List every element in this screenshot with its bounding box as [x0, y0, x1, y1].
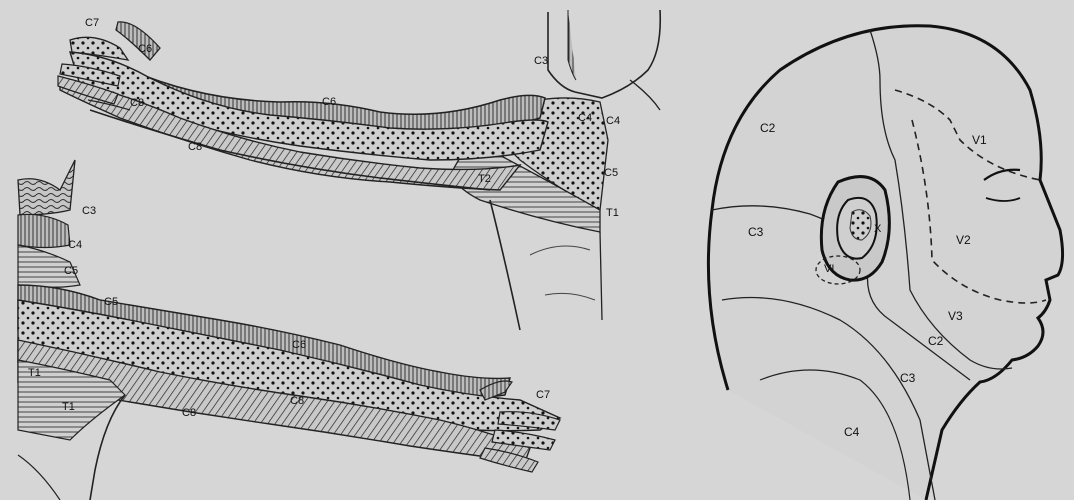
label-lower-c5: C5: [64, 266, 78, 277]
label-lower-t1-lower: T1: [62, 402, 75, 413]
label-head-v3: V3: [948, 310, 963, 322]
label-c4-shoulder-a: C4: [578, 113, 592, 124]
label-c3-neck: C3: [534, 56, 548, 67]
label-head-vi-ear: VI: [824, 264, 834, 275]
label-c6-thumb: C6: [138, 44, 152, 55]
label-lower-c8-lower: C8: [182, 408, 196, 419]
label-lower-c3: C3: [82, 206, 96, 217]
label-head-c2-scalp: C2: [760, 122, 775, 134]
label-head-x-ear: X: [874, 224, 881, 235]
lower-arm-figure: [18, 160, 560, 500]
label-lower-t1-upper: T1: [28, 368, 41, 379]
label-c6-arm: C6: [322, 97, 336, 108]
label-c7-hand: C7: [85, 18, 99, 29]
label-head-c2-jaw: C2: [928, 335, 943, 347]
label-lower-c5-arm: C5: [104, 297, 118, 308]
label-head-v2: V2: [956, 234, 971, 246]
label-lower-c7: C7: [536, 390, 550, 401]
label-t1-chest: T1: [606, 208, 619, 219]
label-head-c3-back: C3: [748, 226, 763, 238]
upper-arm-figure: [58, 10, 660, 330]
label-head-v1: V1: [972, 134, 987, 146]
label-head-c3-neck: C3: [900, 372, 915, 384]
head-figure: [708, 26, 1062, 500]
label-c5-shoulder: C5: [604, 168, 618, 179]
label-lower-c6: C6: [292, 340, 306, 351]
label-head-c4-neck: C4: [844, 426, 859, 438]
label-t2-chest: T2: [478, 174, 491, 185]
label-c4-shoulder-b: C4: [606, 116, 620, 127]
label-c8-hand: C8: [130, 98, 144, 109]
label-lower-c4: C4: [68, 240, 82, 251]
label-c8-arm: C8: [188, 142, 202, 153]
label-lower-c8-upper: C8: [290, 396, 304, 407]
